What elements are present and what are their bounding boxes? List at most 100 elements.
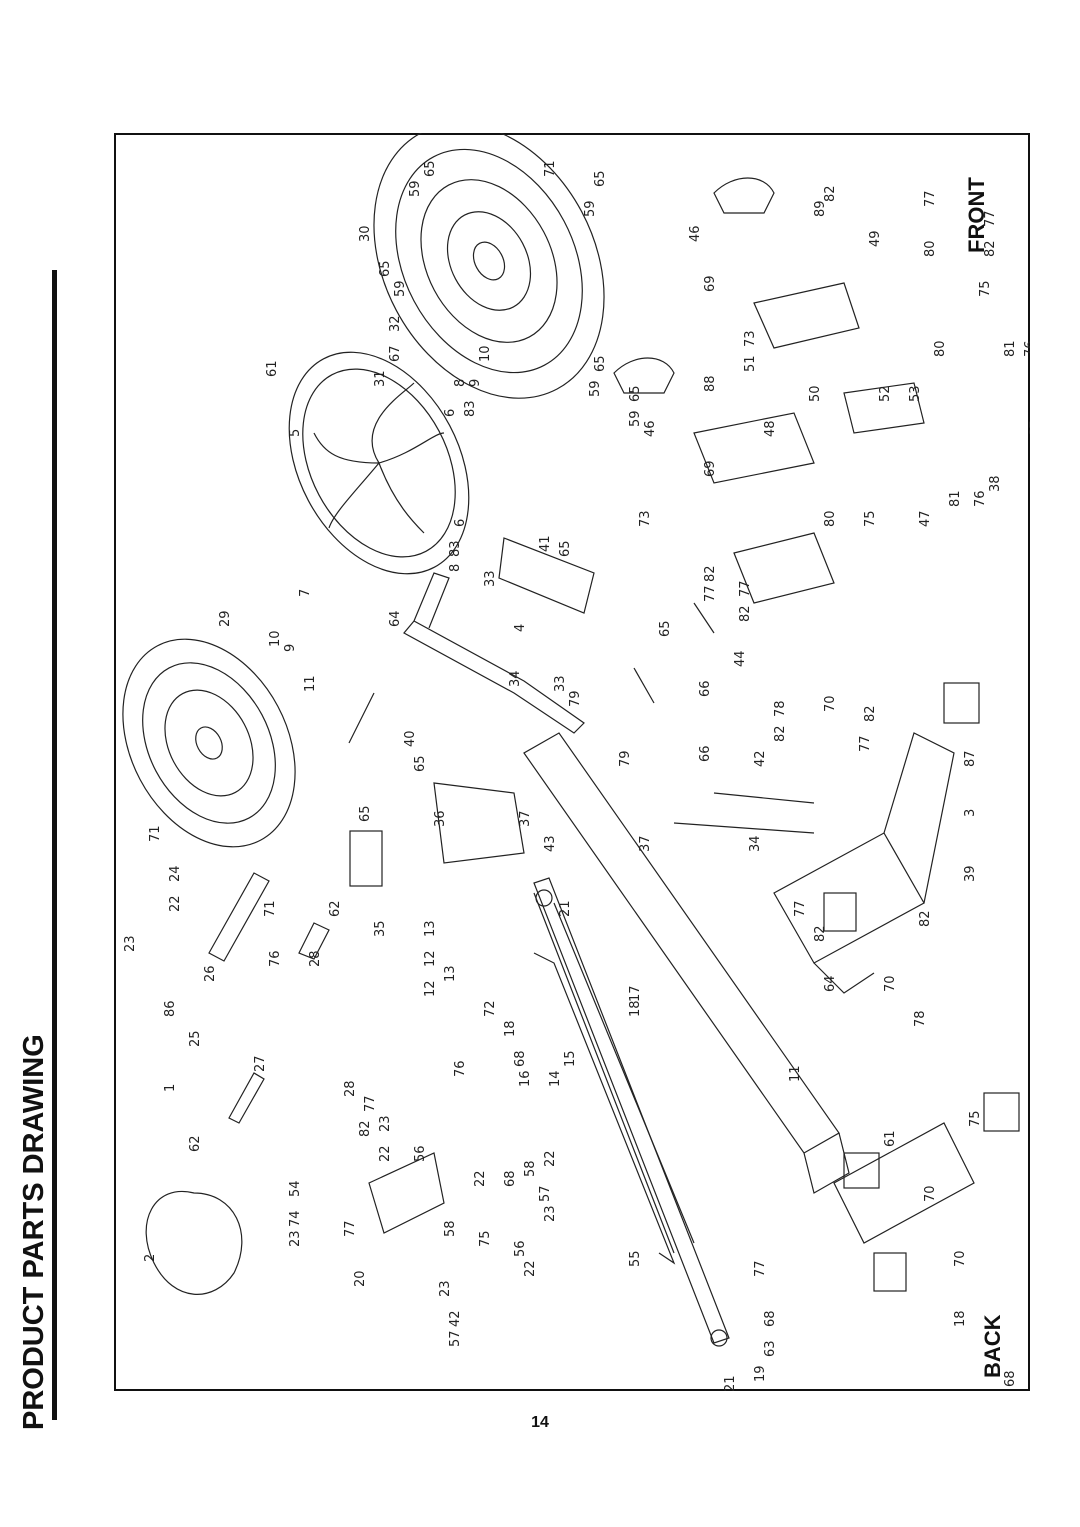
callout-number: 65 xyxy=(423,160,438,177)
callout-number: 21 xyxy=(558,900,573,917)
callout-number: 21 xyxy=(723,1375,738,1391)
callout-number: 27 xyxy=(253,1055,268,1072)
arm-bracket xyxy=(498,537,595,614)
callout-number: 14 xyxy=(548,1070,563,1087)
callout-number: 76 xyxy=(453,1060,468,1077)
callout-number: 55 xyxy=(628,1250,643,1267)
callout-number: 54 xyxy=(288,1180,303,1197)
callout-number: 59 xyxy=(628,410,643,427)
back-label: BACK xyxy=(980,1314,1005,1378)
callout-number: 67 xyxy=(388,345,403,362)
callout-number: 82 xyxy=(863,705,878,722)
callout-number: 56 xyxy=(513,1240,528,1257)
callout-number: 70 xyxy=(883,975,898,992)
seat-bracket xyxy=(368,1152,445,1234)
callout-number: 59 xyxy=(588,380,603,397)
callout-number: 23 xyxy=(438,1280,453,1297)
callout-number: 18 xyxy=(628,1000,643,1017)
callout-number: 33 xyxy=(483,570,498,587)
callout-number: 23 xyxy=(378,1115,393,1132)
callout-number: 2 xyxy=(143,1254,158,1262)
callout-number: 77 xyxy=(703,585,718,602)
fan-wheel xyxy=(288,351,470,575)
callout-number: 26 xyxy=(203,965,218,982)
callout-number: 50 xyxy=(808,385,823,402)
callout-number: 82 xyxy=(703,565,718,582)
crank-arm xyxy=(533,892,675,1254)
callout-number: 78 xyxy=(913,1010,928,1027)
callout-number: 11 xyxy=(788,1065,803,1082)
callout-number: 13 xyxy=(443,965,458,982)
callout-number: 62 xyxy=(328,900,343,917)
callout-number: 42 xyxy=(448,1310,463,1327)
callout-number: 34 xyxy=(748,835,763,852)
callout-number: 82 xyxy=(918,910,933,927)
console xyxy=(349,830,383,887)
callout-number: 68 xyxy=(763,1310,778,1327)
callout-number: 22 xyxy=(168,895,183,912)
callout-number: 9 xyxy=(283,644,298,652)
callout-number: 70 xyxy=(953,1250,968,1267)
rear-rail xyxy=(533,877,730,1344)
callout-number: 1 xyxy=(163,1084,178,1092)
callout-number: 30 xyxy=(358,225,373,242)
callout-number: 58 xyxy=(443,1220,458,1237)
callout-number: 10 xyxy=(478,345,493,362)
callout-number: 81 xyxy=(1003,340,1018,357)
callout-number: 65 xyxy=(558,540,573,557)
callout-number: 44 xyxy=(733,650,748,667)
callout-number: 37 xyxy=(518,810,533,827)
callout-number: 18 xyxy=(953,1310,968,1327)
callout-number: 12 xyxy=(423,980,438,997)
callout-number: 77 xyxy=(793,900,808,917)
callout-number: 7 xyxy=(298,589,313,597)
callout-number: 82 xyxy=(823,185,838,202)
callout-number: 73 xyxy=(638,510,653,527)
callout-number: 23 xyxy=(543,1205,558,1222)
callout-number: 77 xyxy=(738,580,753,597)
callout-number: 23 xyxy=(123,935,138,952)
callout-number: 47 xyxy=(918,510,933,527)
callout-number: 35 xyxy=(373,920,388,937)
callout-number: 63 xyxy=(763,1340,778,1357)
callout-number: 59 xyxy=(583,200,598,217)
callout-number: 11 xyxy=(303,675,318,692)
callout-number: 71 xyxy=(263,900,278,917)
callout-number: 69 xyxy=(703,275,718,292)
seat-post xyxy=(208,872,270,962)
callout-number: 37 xyxy=(638,835,653,852)
callout-number: 22 xyxy=(523,1260,538,1277)
callout-number: 36 xyxy=(433,810,448,827)
callout-number: 77 xyxy=(753,1260,768,1277)
callout-number: 75 xyxy=(863,510,878,527)
callout-number: 77 xyxy=(363,1095,378,1112)
drawing-frame xyxy=(114,133,1030,1391)
callout-number: 71 xyxy=(543,160,558,177)
callout-number: 72 xyxy=(483,1000,498,1017)
callout-number: 59 xyxy=(393,280,408,297)
callout-number: 74 xyxy=(288,1210,303,1227)
callout-number: 78 xyxy=(773,700,788,717)
callout-number: 8 xyxy=(453,379,468,387)
callout-number: 69 xyxy=(703,460,718,477)
callout-number: 68 xyxy=(1003,1370,1018,1387)
foot-plate-right xyxy=(693,412,815,484)
callout-number: 57 xyxy=(448,1330,463,1347)
callout-number: 5 xyxy=(288,429,303,437)
callout-number: 73 xyxy=(743,330,758,347)
callout-number: 38 xyxy=(988,475,1003,492)
callout-number: 65 xyxy=(358,805,373,822)
callout-number: 48 xyxy=(763,420,778,437)
seat xyxy=(145,1190,243,1295)
callout-number: 13 xyxy=(423,920,438,937)
callout-number: 83 xyxy=(448,540,463,557)
callout-number: 76 xyxy=(973,490,988,507)
callout-number: 65 xyxy=(593,355,608,372)
front-stabilizer xyxy=(773,832,925,964)
callout-number: 31 xyxy=(373,370,388,387)
svg-text:BACK: BACK xyxy=(980,1314,1005,1378)
callout-number: 70 xyxy=(923,1185,938,1202)
callout-number: 66 xyxy=(698,745,713,762)
callout-number: 65 xyxy=(658,620,673,637)
callout-number: 70 xyxy=(823,695,838,712)
